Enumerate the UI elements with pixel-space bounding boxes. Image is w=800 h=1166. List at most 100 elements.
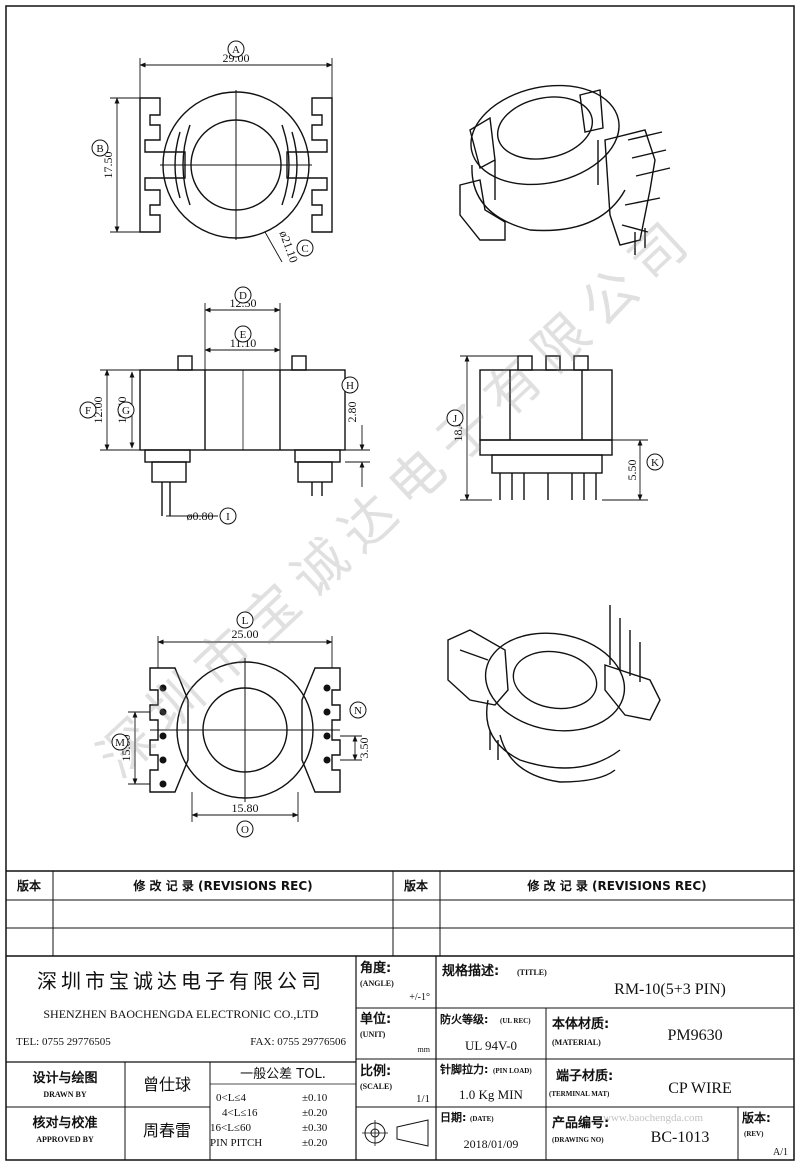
date-label-en: (DATE) xyxy=(470,1115,494,1123)
dim-n-value: 3.50 xyxy=(357,738,371,759)
title-block-grid xyxy=(6,870,794,1160)
balloon-c: C xyxy=(301,243,308,255)
designer-label-en: DRAWN BY xyxy=(43,1090,87,1099)
checker-label-cn: 核对与校准 xyxy=(32,1115,97,1131)
tol-val-3: ±0.20 xyxy=(302,1137,328,1149)
unit-label-en: (UNIT) xyxy=(360,1030,386,1039)
date-value: 2018/01/09 xyxy=(464,1137,519,1151)
dimension-balloon-letters: A B C D E F G H I J K L M N O xyxy=(85,44,659,836)
company-fax: FAX: 0755 29776506 xyxy=(250,1036,346,1048)
bottom-view xyxy=(149,658,341,802)
material-value: PM9630 xyxy=(667,1027,722,1044)
balloon-d: D xyxy=(239,290,247,302)
balloon-a: A xyxy=(232,44,240,56)
angle-label-en: (ANGLE) xyxy=(360,979,394,988)
rev-version-left: 版本 xyxy=(17,878,41,893)
pinload-label-cn: 针脚拉力: xyxy=(440,1062,488,1076)
ulrec-value: UL 94V-0 xyxy=(465,1038,517,1053)
checker-label-en: APPROVED BY xyxy=(36,1135,94,1144)
bottom-view-pins xyxy=(159,684,331,788)
tol-val-1: ±0.20 xyxy=(302,1107,328,1119)
pinload-value: 1.0 Kg MIN xyxy=(459,1087,524,1102)
company-name-cn: 深圳市宝诚达电子有限公司 xyxy=(37,969,325,993)
watermark-url: www.baochengda.com xyxy=(603,1112,704,1124)
tol-val-2: ±0.30 xyxy=(302,1122,328,1134)
dim-f-value: 12.00 xyxy=(91,397,105,424)
designer-name: 曾仕球 xyxy=(143,1075,191,1094)
company-tel: TEL: 0755 29776505 xyxy=(16,1036,111,1048)
dim-e-value: 11.10 xyxy=(230,336,257,350)
balloon-k: K xyxy=(651,457,659,469)
designer-label-cn: 设计与绘图 xyxy=(32,1070,97,1086)
rev-label-en: (REV) xyxy=(744,1130,764,1138)
terminal-label-en: (TERMINAL MAT) xyxy=(549,1090,610,1098)
angle-label-cn: 角度: xyxy=(360,960,391,976)
top-view xyxy=(139,90,333,240)
tol-range-0: 0<L≤4 xyxy=(216,1092,246,1104)
dim-o-value: 15.80 xyxy=(232,801,259,815)
terminal-value: CP WIRE xyxy=(668,1080,732,1097)
dim-a-value: 29.00 xyxy=(223,51,250,65)
balloon-f: F xyxy=(85,405,91,417)
material-label-cn: 本体材质: xyxy=(552,1016,609,1032)
balloon-e: E xyxy=(240,329,247,341)
sheet-border xyxy=(5,5,795,1161)
bottom-view-dims xyxy=(128,636,362,822)
drawno-label-en: (DRAWING NO) xyxy=(552,1136,604,1144)
title-block-text: 深圳市宝诚达电子有限公司 SHENZHEN BAOCHENGDA ELECTRO… xyxy=(16,960,788,1158)
balloon-i: I xyxy=(226,511,230,523)
balloon-o: O xyxy=(241,824,249,836)
unit-label-cn: 单位: xyxy=(360,1011,391,1027)
company-name-en: SHENZHEN BAOCHENGDA ELECTRONIC CO.,LTD xyxy=(43,1007,319,1021)
dim-l-value: 25.00 xyxy=(232,627,259,641)
title-label-cn: 规格描述: xyxy=(442,963,499,979)
ulrec-label-cn: 防火等级: xyxy=(440,1012,488,1026)
dim-h-value: 2.80 xyxy=(345,402,359,423)
tolerance-title: 一般公差 TOL. xyxy=(240,1066,326,1082)
drawno-label-cn: 产品编号: xyxy=(552,1115,609,1131)
balloon-j: J xyxy=(453,413,458,425)
ulrec-label-en: (UL REC) xyxy=(500,1017,531,1025)
scale-label-en: (SCALE) xyxy=(360,1082,392,1091)
rev-label-cn: 版本: xyxy=(742,1110,771,1125)
tol-range-1: 4<L≤16 xyxy=(222,1107,258,1119)
balloon-g: G xyxy=(122,405,130,417)
dimension-balloons xyxy=(79,40,664,838)
scale-value: 1/1 xyxy=(416,1093,430,1105)
front-view xyxy=(139,355,346,516)
front-view-dims xyxy=(100,303,370,517)
iso-view-1 xyxy=(459,84,671,255)
scale-label-cn: 比例: xyxy=(360,1063,391,1079)
unit-value: mm xyxy=(418,1045,431,1054)
dim-b-value: 17.50 xyxy=(101,152,115,179)
side-view-dims xyxy=(460,355,648,501)
date-label-cn: 日期: xyxy=(440,1110,466,1124)
dim-i-value: ø0.80 xyxy=(187,509,214,523)
iso-view-2 xyxy=(447,605,661,783)
rev-version-right: 版本 xyxy=(404,878,428,893)
balloon-m: M xyxy=(115,737,125,749)
tol-range-2: 16<L≤60 xyxy=(210,1122,251,1134)
tol-range-3: PIN PITCH xyxy=(210,1137,262,1149)
top-view-dims xyxy=(110,58,333,263)
drawno-value: BC-1013 xyxy=(651,1129,710,1146)
rev-record-left: 修 改 记 录 (REVISIONS REC) xyxy=(132,878,312,893)
balloon-b: B xyxy=(96,143,103,155)
dim-k-value: 5.50 xyxy=(625,460,639,481)
balloon-h: H xyxy=(346,380,354,392)
pinload-label-en: (PIN LOAD) xyxy=(493,1067,532,1075)
tol-val-0: ±0.10 xyxy=(302,1092,328,1104)
checker-name: 周春雷 xyxy=(143,1121,191,1140)
title-value: RM-10(5+3 PIN) xyxy=(614,981,726,998)
balloon-l: L xyxy=(242,615,249,627)
rev-value: A/1 xyxy=(773,1147,788,1158)
angle-value: +/-1° xyxy=(409,992,430,1003)
terminal-label-cn: 端子材质: xyxy=(556,1068,613,1084)
revisions-header: 版本 修 改 记 录 (REVISIONS REC) 版本 修 改 记 录 (R… xyxy=(17,878,707,893)
side-view xyxy=(479,355,613,500)
title-label-en: (TITLE) xyxy=(517,968,547,977)
rev-record-right: 修 改 记 录 (REVISIONS REC) xyxy=(526,878,706,893)
balloon-n: N xyxy=(354,705,362,717)
material-label-en: (MATERIAL) xyxy=(552,1038,601,1047)
